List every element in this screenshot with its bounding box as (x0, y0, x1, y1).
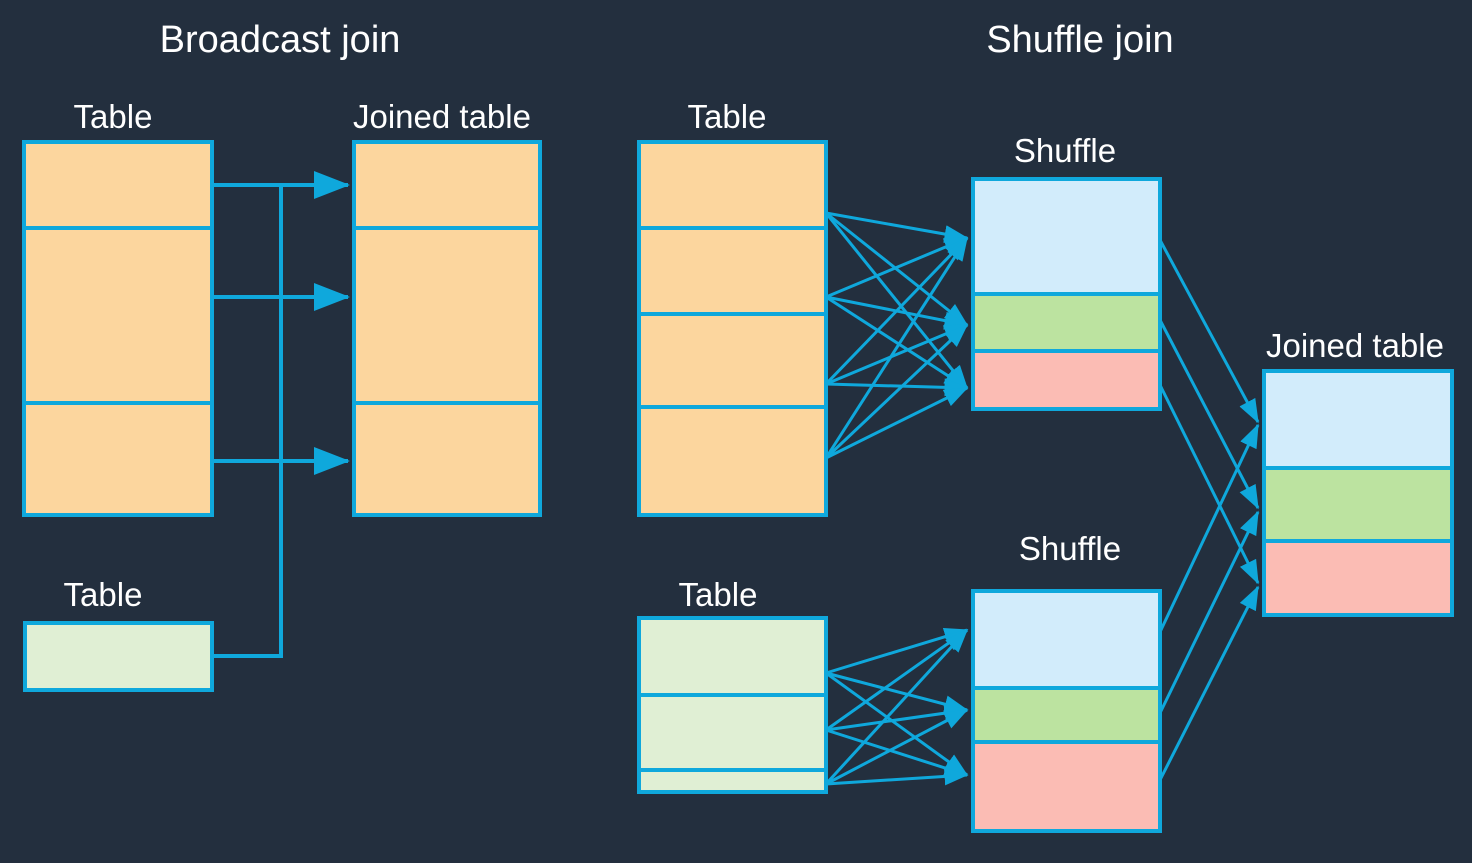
shuffle-box-b-row-1 (971, 589, 1162, 690)
shuffle-source-table-b-row-3 (637, 768, 828, 794)
shuffle-source-table-a-row-2 (637, 226, 828, 316)
shuffle-joined-table-frame (1262, 369, 1454, 617)
shuffle-box-a (971, 177, 1162, 411)
shuffle-source-table-b-row-2 (637, 693, 828, 772)
shuffle-box-a-frame (971, 177, 1162, 411)
shuffle-links-table-a-to-shuffle-a-s3-t1 (824, 236, 969, 386)
broadcast-source-table-row-3 (22, 401, 214, 517)
shuffle-source-table-a-frame (637, 140, 828, 517)
shuffle-links-table-a-to-shuffle-a-s3-t3 (825, 378, 969, 397)
shuffle-box-b-row-2 (971, 686, 1162, 744)
joined-link-a-blue (1158, 239, 1260, 424)
shuffle-links-table-b-to-shuffle-b-s3-t1 (824, 628, 969, 786)
shuffle-box-b-caption: Shuffle (1019, 530, 1121, 567)
shuffle-box-b-frame (971, 589, 1162, 833)
shuffle-links-table-a-to-shuffle-a-s4-t2 (824, 323, 969, 460)
broadcast-joined-table-caption: Joined table (353, 98, 531, 135)
broadcast-join-title: Broadcast join (160, 19, 401, 61)
shuffle-source-table-a (637, 140, 828, 517)
broadcast-small-table (23, 621, 214, 692)
shuffle-source-table-b (637, 616, 828, 794)
shuffle-links-table-b-to-shuffle-b-s1-t2 (825, 671, 969, 713)
shuffle-links-table-b-to-shuffle-b-s2-t1 (825, 628, 969, 732)
connector-layer (212, 171, 1260, 786)
broadcast-joined-table (352, 140, 542, 517)
shuffle-box-a-caption: Shuffle (1014, 132, 1116, 169)
shuffle-joined-table-row-2 (1262, 466, 1454, 543)
broadcast-joined-table-row-1 (352, 140, 542, 230)
shuffle-source-table-b-frame (637, 616, 828, 794)
shuffle-box-b-row-3 (971, 740, 1162, 833)
joined-link-b-pink (1158, 585, 1260, 781)
joined-link-a-pink (1158, 384, 1260, 585)
shuffle-box-a-row-1 (971, 177, 1162, 296)
shuffle-source-table-b-caption: Table (679, 576, 758, 613)
shuffle-links-table-b-to-shuffle-b-s1-t3 (825, 671, 969, 777)
shuffle-box-a-row-2 (971, 292, 1162, 353)
broadcast-joined-table-frame (352, 140, 542, 517)
shuffle-source-table-b-row-1 (637, 616, 828, 697)
shuffle-joined-table-row-3 (1262, 539, 1454, 617)
shuffle-links-table-a-to-shuffle-a-s3-t2 (825, 323, 969, 386)
shuffle-joined-table (1262, 369, 1454, 617)
shuffle-source-table-a-caption: Table (688, 98, 767, 135)
shuffle-joined-table-row-1 (1262, 369, 1454, 470)
broadcast-small-table-caption: Table (64, 576, 143, 613)
shuffle-links-table-a-to-shuffle-a-s2-t3 (825, 295, 969, 390)
shuffle-links-table-a-to-shuffle-a-s1-t1 (825, 211, 969, 243)
shuffle-links-table-b-to-shuffle-b-s2-t3 (825, 728, 969, 777)
broadcast-small-table-connector (212, 185, 283, 658)
broadcast-source-table-frame (22, 140, 214, 517)
broadcast-joined-table-row-2 (352, 226, 542, 405)
shuffle-links-table-b-to-shuffle-b-s3-t3 (825, 767, 969, 786)
joined-link-a-green (1158, 319, 1260, 510)
joined-link-b-blue (1158, 423, 1260, 633)
shuffle-source-table-a-row-4 (637, 405, 828, 517)
shuffle-join-title: Shuffle join (986, 19, 1173, 61)
broadcast-source-table-caption: Table (74, 98, 153, 135)
shuffle-source-table-a-row-1 (637, 140, 828, 230)
shuffle-box-b (971, 589, 1162, 833)
table-layer (22, 140, 1454, 833)
joined-link-b-green (1158, 510, 1260, 714)
shuffle-links-table-a-to-shuffle-a-s2-t1 (825, 236, 969, 299)
shuffle-links-table-b-to-shuffle-b-s3-t2 (825, 708, 969, 786)
shuffle-box-a-row-3 (971, 349, 1162, 411)
shuffle-links-table-a-to-shuffle-a-s1-t3 (824, 212, 969, 390)
shuffle-joined-table-caption: Joined table (1266, 327, 1444, 364)
broadcast-source-table-row-1 (22, 140, 214, 230)
broadcast-joined-table-row-3 (352, 401, 542, 517)
broadcast-small-table-frame (23, 621, 214, 692)
broadcast-small-table-row-1 (23, 621, 214, 692)
shuffle-links-table-a-to-shuffle-a-s4-t3 (825, 386, 969, 460)
broadcast-source-table-row-2 (22, 226, 214, 405)
broadcast-source-table (22, 140, 214, 517)
shuffle-source-table-a-row-3 (637, 312, 828, 409)
shuffle-links-table-a-to-shuffle-a-s4-t1 (824, 236, 969, 459)
